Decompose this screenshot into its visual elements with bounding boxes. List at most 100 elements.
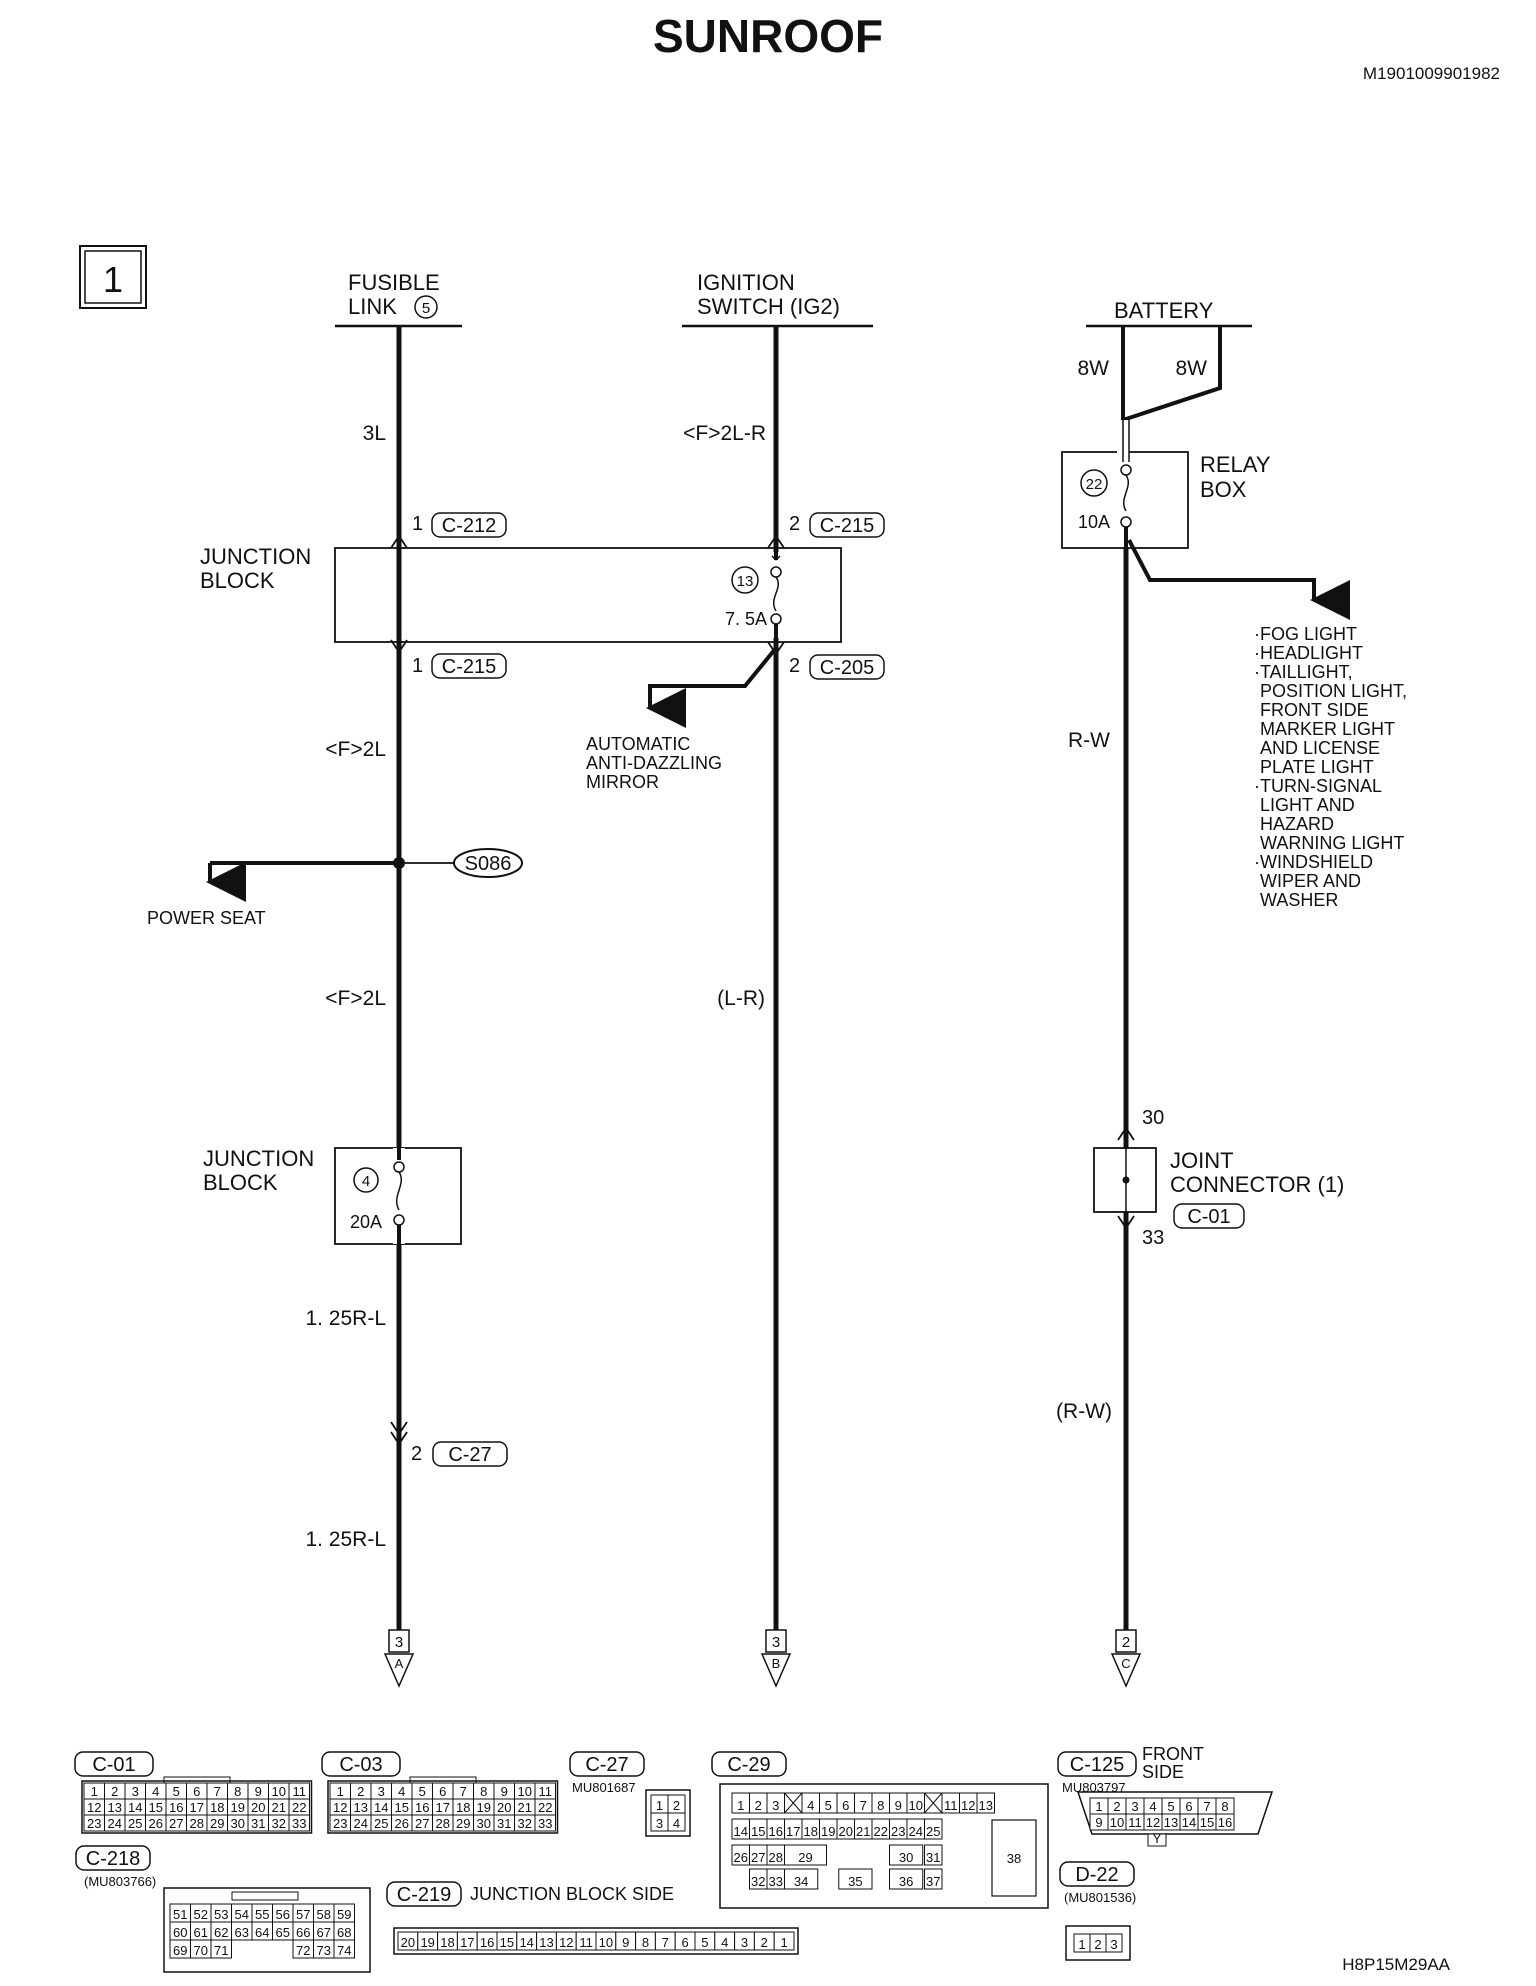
joint-connector-pin-bottom: 33 bbox=[1142, 1227, 1164, 1249]
c01-name: C-01 bbox=[92, 1754, 135, 1776]
c03-grid-pin: 9 bbox=[501, 1784, 508, 1799]
fuse-4-rating: 20A bbox=[350, 1212, 382, 1232]
c218-housing bbox=[163, 1887, 371, 1973]
c219-pin: 19 bbox=[420, 1935, 434, 1950]
c29-pin: 18 bbox=[804, 1824, 818, 1839]
c219-pin: 2 bbox=[761, 1935, 768, 1950]
c29-cell bbox=[924, 1818, 943, 1840]
c125-pin: 6 bbox=[1185, 1799, 1192, 1814]
pin-c215-left: 1 C-215 bbox=[390, 639, 507, 679]
c218-name: C-218 bbox=[86, 1848, 140, 1870]
c01-grid-pin: 16 bbox=[169, 1800, 183, 1815]
d22-pin: 1 bbox=[1078, 1937, 1085, 1952]
c29-cell bbox=[889, 1868, 924, 1890]
d22-part: (MU801536) bbox=[1064, 1890, 1136, 1905]
c01-grid-housing bbox=[81, 1780, 313, 1834]
c125-key-pin: Y bbox=[1153, 1831, 1162, 1846]
pin-c215-right-label: C-215 bbox=[820, 515, 874, 537]
c219-cell bbox=[773, 1931, 795, 1951]
c01-grid-pin: 12 bbox=[87, 1800, 101, 1815]
c218-pin: 65 bbox=[276, 1925, 290, 1940]
c218-part: (MU803766) bbox=[84, 1874, 156, 1889]
c29-pin: 11 bbox=[944, 1798, 958, 1813]
relay-box-label-2: BOX bbox=[1200, 477, 1247, 502]
c01-grid-pin: 24 bbox=[108, 1816, 122, 1831]
mirror-label-1: AUTOMATIC bbox=[586, 734, 690, 754]
c29-pin: 5 bbox=[825, 1798, 832, 1813]
c29-pin: 22 bbox=[874, 1824, 888, 1839]
c125-pin: 10 bbox=[1110, 1815, 1124, 1830]
d22-badge bbox=[1059, 1861, 1135, 1887]
c218-pin: 70 bbox=[194, 1943, 208, 1958]
c219-pin: 17 bbox=[460, 1935, 474, 1950]
c27-pin: 2 bbox=[673, 1798, 680, 1813]
fusible-link-number: 5 bbox=[422, 300, 430, 317]
c125-pin: 4 bbox=[1149, 1799, 1156, 1814]
d22-housing bbox=[1065, 1925, 1131, 1961]
terminal-b: 3 B bbox=[760, 1629, 792, 1688]
c01-grid-pin: 21 bbox=[272, 1800, 286, 1815]
c218-pin: 58 bbox=[317, 1907, 331, 1922]
c01-grid-pin: 8 bbox=[234, 1784, 241, 1799]
c29-big-cell bbox=[991, 1819, 1037, 1897]
c03-grid-pin: 22 bbox=[538, 1800, 552, 1815]
c01-badge bbox=[74, 1751, 154, 1777]
load-item: FRONT SIDE bbox=[1260, 700, 1369, 720]
c218-pin: 72 bbox=[296, 1943, 310, 1958]
c218-cell bbox=[210, 1939, 232, 1959]
load-item: WARNING LIGHT bbox=[1260, 833, 1404, 853]
c218-pin: 63 bbox=[235, 1925, 249, 1940]
c03-grid-pin: 6 bbox=[439, 1784, 446, 1799]
terminal-b-letter: B bbox=[772, 1656, 781, 1671]
c29-pin: 15 bbox=[751, 1824, 765, 1839]
c125-key-cell bbox=[1147, 1833, 1167, 1847]
c01-grid-pin: 32 bbox=[272, 1816, 286, 1831]
c125-pin: 7 bbox=[1203, 1799, 1210, 1814]
c29-pin: 24 bbox=[909, 1824, 923, 1839]
c218-latch bbox=[231, 1891, 299, 1901]
c01-grid-pin: 6 bbox=[193, 1784, 200, 1799]
c29-cell bbox=[838, 1868, 873, 1890]
fuse-13: 13 7. 5A bbox=[725, 548, 782, 642]
battery-wire-left-label: 8W bbox=[1078, 357, 1110, 380]
joint-connector-connector: C-01 bbox=[1187, 1206, 1230, 1228]
terminal-a-letter: A bbox=[395, 1656, 404, 1671]
c218-badge bbox=[75, 1845, 151, 1871]
c219-housing bbox=[393, 1927, 799, 1955]
c219-label: JUNCTION BLOCK SIDE bbox=[470, 1884, 674, 1904]
c29-big-pin: 38 bbox=[1007, 1851, 1021, 1866]
c03-grid-pin: 25 bbox=[374, 1816, 388, 1831]
terminal-c-page: 2 bbox=[1122, 1634, 1130, 1651]
c03-grid-pin: 7 bbox=[460, 1784, 467, 1799]
c125-pin: 16 bbox=[1218, 1815, 1232, 1830]
pin-c215-right: 2 C-215 bbox=[767, 512, 885, 549]
junction-block-upper-label-2: BLOCK bbox=[200, 568, 275, 593]
load-item: MARKER LIGHT bbox=[1260, 719, 1395, 739]
c03-grid-pin: 16 bbox=[415, 1800, 429, 1815]
c03-grid-pin: 29 bbox=[456, 1816, 470, 1831]
junction-block-upper-label-1: JUNCTION bbox=[200, 544, 311, 569]
fuse-13-number: 13 bbox=[737, 573, 754, 590]
d22-name: D-22 bbox=[1075, 1864, 1118, 1886]
c218-pin: 53 bbox=[214, 1907, 228, 1922]
load-item: ·WINDSHIELD bbox=[1254, 852, 1373, 872]
c01-grid-pin: 18 bbox=[210, 1800, 224, 1815]
c27-cell bbox=[667, 1812, 686, 1832]
c218-pin: 51 bbox=[173, 1907, 187, 1922]
battery-label: BATTERY bbox=[1114, 298, 1214, 323]
c01-grid-pin: 31 bbox=[251, 1816, 265, 1831]
pin-c205: 2 C-205 bbox=[767, 641, 885, 680]
c29-pin: 32 bbox=[751, 1874, 765, 1889]
c01-grid-latch bbox=[163, 1776, 231, 1784]
c218-pin: 74 bbox=[337, 1943, 351, 1958]
c219-pin: 10 bbox=[599, 1935, 613, 1950]
c125-housing bbox=[1076, 1791, 1274, 1835]
c29-pin: 27 bbox=[751, 1850, 765, 1865]
c29-badge bbox=[711, 1751, 787, 1777]
fusible-link-label-2: LINK bbox=[348, 294, 397, 319]
terminal-a-page: 3 bbox=[395, 1634, 403, 1651]
c219-pin: 11 bbox=[579, 1935, 593, 1950]
